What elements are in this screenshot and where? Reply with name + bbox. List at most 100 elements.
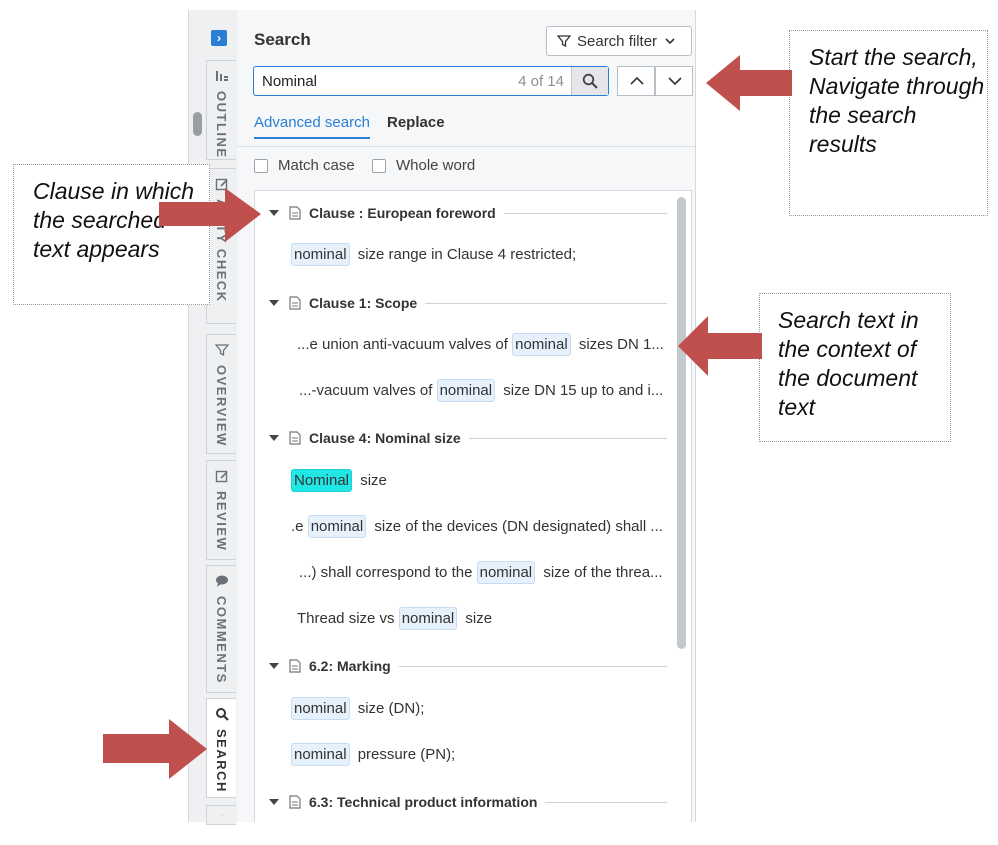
code-icon	[220, 814, 223, 816]
match-case-label: Match case	[278, 157, 355, 174]
result-group-header[interactable]: 6.2: Marking	[255, 655, 675, 677]
search-hit-row[interactable]: ...e union anti-vacuum valves of nominal…	[297, 333, 664, 356]
search-hit-row[interactable]: Thread size vs nominal size	[297, 607, 492, 630]
search-hit-row[interactable]: Nominal size	[291, 469, 387, 492]
results-scrollbar[interactable]	[677, 197, 686, 649]
match-highlight: nominal	[398, 607, 458, 630]
tab-replace[interactable]: Replace	[387, 114, 445, 131]
tab-outline[interactable]: OUTLINE	[206, 60, 236, 160]
match-case-option[interactable]: Match case	[254, 157, 355, 174]
tab-review[interactable]: REVIEW	[206, 460, 236, 560]
tab-overview[interactable]: OVERVIEW	[206, 334, 236, 454]
hit-context-before: .e	[291, 518, 304, 535]
arrow-to-clause	[159, 188, 261, 242]
previous-result-button[interactable]	[617, 66, 655, 96]
hit-context-after: size	[360, 472, 387, 489]
clause-title: Clause 1: Scope	[309, 295, 418, 311]
search-panel: Search Search filter 4 of 14 Advanced se…	[237, 10, 696, 822]
match-highlight: nominal	[307, 515, 367, 538]
edit-icon	[215, 178, 228, 191]
search-hit-row[interactable]: nominal size (DN);	[291, 697, 424, 720]
group-divider	[545, 801, 667, 803]
result-group-header[interactable]: Clause 4: Nominal size	[255, 427, 675, 449]
whole-word-checkbox[interactable]	[372, 158, 386, 173]
hit-context-after: size of the devices (DN designated) shal…	[374, 518, 663, 535]
collapse-triangle-icon[interactable]	[269, 210, 279, 216]
callout-start-search: Start the search, Navigate through the s…	[789, 30, 988, 216]
match-highlight: nominal	[291, 697, 350, 720]
hit-context-before: ...) shall correspond to the	[299, 564, 473, 581]
search-filter-button[interactable]: Search filter	[546, 26, 692, 56]
collapse-triangle-icon[interactable]	[269, 435, 279, 441]
clause-title: 6.3: Technical product information	[309, 794, 538, 810]
expand-panel-icon[interactable]: ›	[211, 30, 227, 46]
match-case-checkbox[interactable]	[254, 158, 268, 173]
tab-review-label: REVIEW	[214, 491, 229, 552]
chevron-down-icon	[665, 38, 675, 45]
search-filter-label: Search filter	[577, 32, 658, 50]
filter-icon	[557, 35, 571, 48]
match-highlight: nominal	[436, 379, 496, 402]
current-match-highlight: Nominal	[291, 469, 353, 492]
clause-title: Clause 4: Nominal size	[309, 430, 461, 446]
hit-context-after: pressure (PN);	[357, 746, 456, 763]
document-icon	[289, 206, 301, 220]
tab-code[interactable]	[206, 805, 236, 825]
rail-scrollbar[interactable]	[193, 112, 202, 136]
search-hit-row[interactable]: ...) shall correspond to the nominal siz…	[299, 561, 663, 584]
hit-context-after: size	[465, 610, 493, 627]
match-highlight: nominal	[476, 561, 536, 584]
search-hit-row[interactable]: .e nominal size of the devices (DN desig…	[291, 515, 663, 538]
group-divider	[398, 665, 667, 667]
search-hit-row[interactable]: nominal size range in Clause 4 restricte…	[291, 243, 576, 266]
arrow-to-search-controls	[706, 55, 792, 111]
comment-icon	[215, 575, 228, 587]
tab-search[interactable]: SEARCH	[206, 698, 236, 798]
whole-word-option[interactable]: Whole word	[372, 157, 475, 174]
collapse-triangle-icon[interactable]	[269, 663, 279, 669]
search-field[interactable]: 4 of 14	[253, 66, 609, 96]
result-group-header[interactable]: 6.3: Technical product information	[255, 791, 675, 813]
hit-context-after: size range in Clause 4 restricted;	[357, 246, 577, 263]
group-divider	[425, 302, 667, 304]
collapse-triangle-icon[interactable]	[269, 300, 279, 306]
hit-context-before: Thread size vs	[297, 610, 395, 627]
group-divider	[503, 212, 667, 214]
document-icon	[289, 431, 301, 445]
clause-title: Clause : European foreword	[309, 205, 496, 221]
result-group-header[interactable]: Clause 1: Scope	[255, 292, 675, 314]
chevron-up-icon	[630, 76, 644, 85]
filter-icon	[214, 344, 229, 357]
results-list: Clause : European foreword nominal size r…	[254, 190, 692, 822]
search-input[interactable]	[262, 71, 502, 91]
whole-word-label: Whole word	[396, 157, 476, 174]
arrow-to-search-tab	[103, 719, 207, 779]
run-search-button[interactable]	[571, 67, 608, 95]
outline-icon	[215, 71, 228, 81]
document-icon	[289, 659, 301, 673]
hit-context-before: ...e union anti-vacuum valves of	[297, 336, 508, 353]
search-icon	[215, 708, 229, 721]
clause-title: 6.2: Marking	[309, 658, 391, 674]
match-highlight: nominal	[291, 243, 350, 266]
panel-title: Search	[254, 30, 311, 49]
tab-search-label: SEARCH	[214, 729, 229, 793]
match-highlight: nominal	[291, 743, 350, 766]
match-highlight: nominal	[512, 333, 571, 356]
search-hit-row[interactable]: nominal pressure (PN);	[291, 743, 455, 766]
match-count: 4 of 14	[518, 73, 564, 90]
arrow-to-context	[678, 316, 762, 376]
tab-comments[interactable]: COMMENTS	[206, 565, 236, 693]
tab-divider	[237, 146, 695, 147]
edit-icon	[215, 470, 228, 483]
tab-advanced-search[interactable]: Advanced search	[254, 114, 370, 139]
tab-comments-label: COMMENTS	[214, 596, 229, 684]
result-group-header[interactable]: Clause : European foreword	[255, 202, 675, 224]
search-hit-row[interactable]: ...-vacuum valves of nominal size DN 15 …	[299, 379, 663, 402]
search-icon	[582, 73, 598, 89]
next-result-button[interactable]	[655, 66, 693, 96]
tab-quality-check[interactable]: ALITY CHECK	[206, 168, 236, 324]
hit-context-after: size DN 15 up to and i...	[503, 382, 664, 399]
collapse-triangle-icon[interactable]	[269, 799, 279, 805]
hit-context-after: size (DN);	[357, 700, 425, 717]
